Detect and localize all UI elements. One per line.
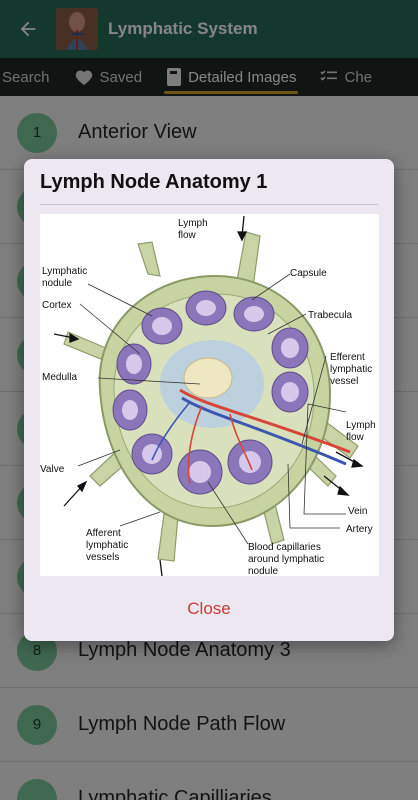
label-lymph-flow-right-2: flow — [346, 432, 365, 443]
app-title: Lymphatic System — [108, 19, 258, 38]
svg-text:vessels: vessels — [86, 552, 119, 563]
tab-saved[interactable]: Saved — [62, 58, 155, 96]
label-efferent-3: vessel — [330, 376, 358, 387]
label-trabecula: Trabecula — [308, 310, 353, 321]
svg-text:flow: flow — [346, 432, 365, 443]
label-lymphatic-nodule-1: Lymphatic — [42, 266, 87, 277]
svg-text:Blood capillaries: Blood capillaries — [248, 542, 321, 553]
svg-text:around lymphatic: around lymphatic — [248, 554, 324, 565]
item-number-badge: 9 — [17, 704, 57, 745]
label-capsule: Capsule — [290, 268, 327, 279]
back-arrow-icon — [20, 21, 36, 37]
label-valve: Valve — [40, 464, 65, 475]
label-vein: Vein — [348, 506, 367, 517]
svg-text:lymphatic: lymphatic — [330, 364, 372, 375]
heart-icon — [74, 68, 94, 86]
lymph-node-illustration: Lymph flow Lymphatic nodule Cortex Capsu… — [40, 215, 376, 576]
tab-checklist-label: Che — [344, 68, 373, 86]
tab-detailed-images-label: Detailed Images — [188, 68, 297, 86]
item-label: Lymphatic Capilliaries — [78, 787, 272, 800]
label-lymph-flow-top-1: Lymph — [178, 218, 208, 229]
label-artery: Artery — [346, 524, 373, 535]
label-efferent-2: lymphatic — [330, 364, 372, 375]
item-label: Lymph Node Path Flow — [78, 713, 286, 735]
tab-saved-label: Saved — [99, 68, 143, 86]
label-afferent-3: vessels — [86, 552, 119, 563]
list-item[interactable]: Lymphatic Capilliaries — [0, 762, 418, 800]
label-medulla: Medulla — [42, 372, 77, 383]
back-button[interactable] — [0, 0, 56, 58]
label-lymph-flow-right-1: Lymph — [346, 420, 376, 431]
dialog-title: Lymph Node Anatomy 1 — [40, 171, 268, 193]
item-number-badge: 1 — [17, 112, 57, 153]
label-afferent-1: Afferent — [86, 528, 121, 539]
tab-search[interactable]: Search — [0, 58, 62, 96]
svg-text:lymphatic: lymphatic — [86, 540, 128, 551]
label-lymphatic-nodule-2: nodule — [42, 278, 72, 289]
label-efferent-1: Efferent — [330, 352, 365, 363]
label-cortex: Cortex — [42, 300, 71, 311]
tab-bar: Search Saved Detailed Images Che — [0, 58, 418, 96]
close-button[interactable]: Close — [24, 599, 394, 619]
svg-text:Efferent: Efferent — [330, 352, 365, 363]
label-capillaries-1: Blood capillaries — [248, 542, 321, 553]
svg-text:Lymph: Lymph — [178, 218, 208, 229]
item-label: Lymph Node Anatomy 3 — [78, 639, 291, 661]
svg-text:nodule: nodule — [42, 278, 72, 289]
svg-text:vessel: vessel — [330, 376, 358, 387]
lymph-node-diagram: Lymph flow Lymphatic nodule Cortex Capsu… — [40, 214, 379, 576]
svg-text:flow: flow — [178, 230, 197, 241]
label-lymph-flow-top-2: flow — [178, 230, 197, 241]
tab-detailed-images[interactable]: Detailed Images — [154, 58, 308, 96]
app-bar: Lymphatic System — [0, 0, 418, 58]
tab-search-label: Search — [2, 68, 50, 86]
svg-text:Lymph: Lymph — [346, 420, 376, 431]
dialog-divider — [40, 204, 378, 205]
item-label: Anterior View — [78, 121, 197, 143]
svg-text:Lymphatic: Lymphatic — [42, 266, 87, 277]
svg-text:Afferent: Afferent — [86, 528, 121, 539]
list-item[interactable]: 9 Lymph Node Path Flow — [0, 688, 418, 762]
label-afferent-2: lymphatic — [86, 540, 128, 551]
image-book-icon — [166, 67, 182, 87]
label-capillaries-2: around lymphatic — [248, 554, 324, 565]
tab-checklist[interactable]: Che — [308, 58, 384, 96]
checklist-icon — [320, 69, 338, 85]
app-logo-image — [56, 8, 98, 50]
item-number-badge — [17, 778, 57, 800]
image-dialog: Lymph Node Anatomy 1 — [24, 159, 394, 641]
svg-text:nodule: nodule — [248, 566, 278, 576]
label-capillaries-3: nodule — [248, 566, 278, 576]
